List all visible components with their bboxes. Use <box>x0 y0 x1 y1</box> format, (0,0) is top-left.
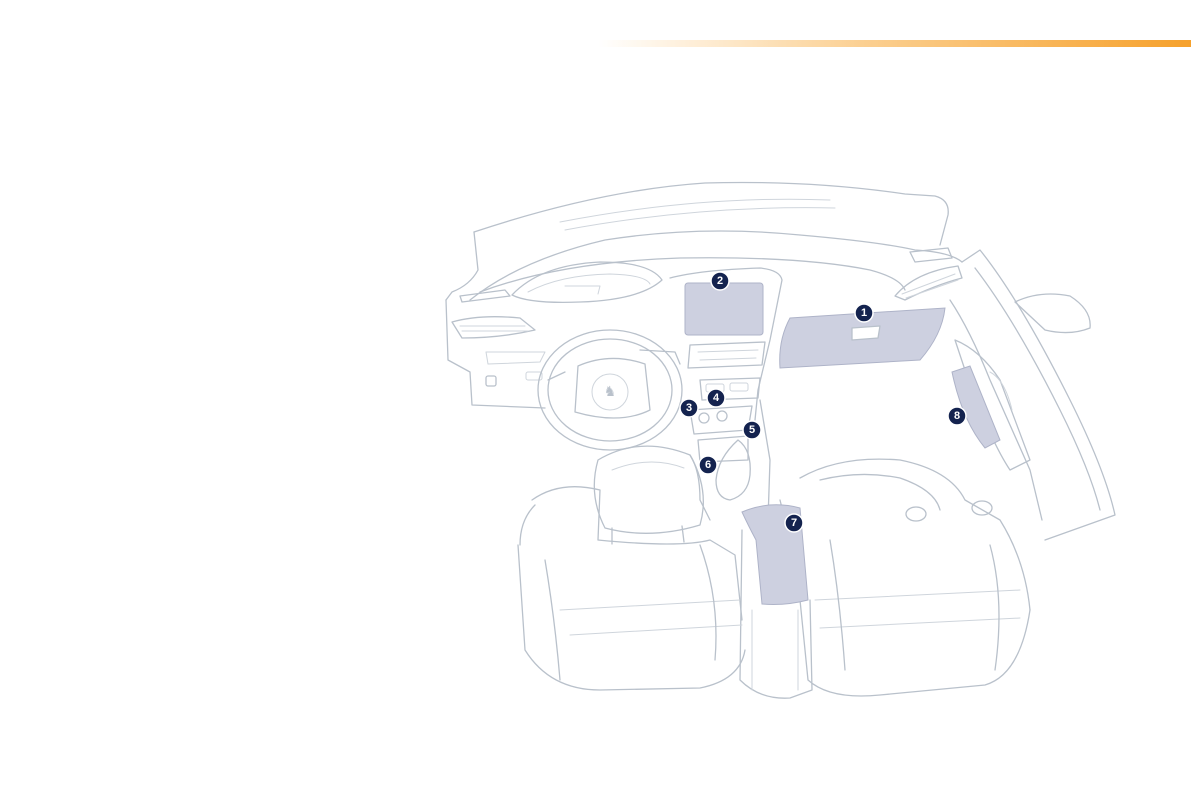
badge-8-label: 8 <box>954 410 960 422</box>
badge-5: 5 <box>743 421 761 439</box>
badge-2: 2 <box>711 272 729 290</box>
badge-4: 4 <box>707 389 725 407</box>
dash-screen <box>685 283 763 335</box>
badge-1-label: 1 <box>861 307 867 319</box>
badge-5-label: 5 <box>749 424 755 436</box>
badge-6-label: 6 <box>705 459 711 471</box>
badge-8: 8 <box>948 407 966 425</box>
badge-1: 1 <box>855 304 873 322</box>
passenger-door <box>950 250 1115 540</box>
steering-wheel: ♞ <box>538 330 682 450</box>
passenger-seat <box>780 459 1030 696</box>
badge-7-label: 7 <box>791 517 797 529</box>
driver-seat <box>518 446 745 690</box>
badge-3: 3 <box>680 399 698 417</box>
badge-6: 6 <box>699 456 717 474</box>
badge-3-label: 3 <box>686 402 692 414</box>
svg-text:♞: ♞ <box>604 384 617 400</box>
badge-4-label: 4 <box>713 392 720 404</box>
badge-7: 7 <box>785 514 803 532</box>
badge-2-label: 2 <box>717 275 723 287</box>
